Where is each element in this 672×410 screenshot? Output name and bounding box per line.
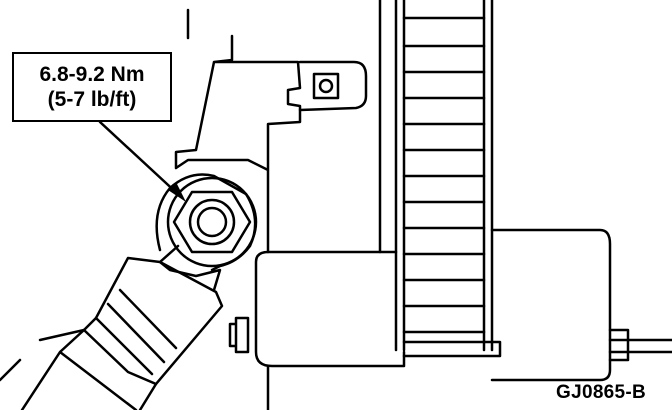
mounting-boss	[166, 176, 258, 268]
engine-block-outline	[174, 34, 302, 254]
boot-ridges	[94, 288, 178, 376]
housing-lower-lines	[266, 340, 502, 410]
cable-stripe	[0, 328, 86, 382]
nut-bore	[196, 206, 228, 238]
stud-bolt	[228, 316, 250, 354]
boss-square	[312, 72, 340, 100]
housing-edge-lines	[186, 0, 382, 254]
torque-value-nm: 6.8-9.2 Nm	[39, 63, 145, 86]
boss-hole	[318, 78, 334, 94]
figure-id-label: GJ0865-B	[556, 382, 647, 403]
timing-belt	[394, 0, 494, 352]
battery-cable	[20, 328, 158, 410]
sensor-housing	[254, 250, 406, 368]
bracket-boss	[298, 60, 368, 112]
callout-leader-line	[98, 120, 182, 198]
callout-arrowhead	[168, 182, 186, 202]
torque-value-lbft: (5-7 lb/ft)	[47, 88, 137, 111]
connector-wires	[608, 328, 672, 362]
torque-callout-box: 6.8-9.2 Nm (5-7 lb/ft)	[12, 52, 172, 122]
hex-nut	[172, 190, 252, 254]
nut-washer	[188, 198, 236, 246]
cable-boot	[82, 256, 224, 386]
connector-body	[490, 228, 612, 382]
